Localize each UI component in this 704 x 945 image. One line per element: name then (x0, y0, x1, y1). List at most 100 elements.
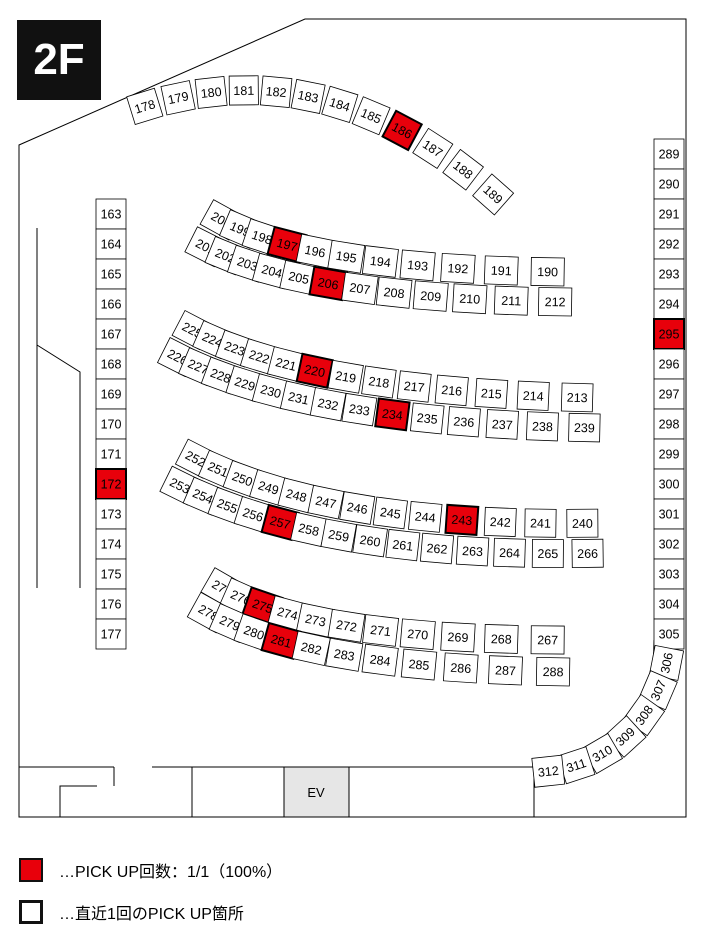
machine-166: 166 (95, 288, 127, 320)
machine-263: 263 (455, 535, 490, 567)
machine-190: 190 (530, 257, 565, 287)
machine-number: 283 (333, 647, 356, 664)
machine-298: 298 (653, 408, 685, 440)
machine-number: 177 (101, 628, 122, 642)
legend-pickup-text: …PICK UP回数：1/1（100%） (59, 864, 283, 881)
machine-266: 266 (571, 538, 604, 569)
machine-number: 183 (296, 88, 319, 106)
machine-185: 185 (351, 96, 391, 136)
machine-239: 239 (568, 412, 601, 443)
machine-number: 208 (383, 285, 405, 301)
machine-269: 269 (440, 621, 476, 653)
machine-number: 230 (259, 382, 283, 401)
machine-number: 241 (530, 516, 551, 530)
machine-211: 211 (493, 285, 529, 316)
machine-244: 244 (408, 500, 443, 533)
machine-172: 172 (95, 468, 127, 500)
machine-237: 237 (485, 409, 519, 440)
machine-189: 189 (472, 173, 515, 216)
machine-178: 178 (126, 87, 164, 126)
machine-234: 234 (374, 397, 411, 432)
machine-number: 264 (499, 546, 520, 561)
machine-number: 295 (659, 328, 680, 342)
machine-265: 265 (531, 538, 564, 569)
machine-number: 275 (250, 596, 274, 616)
machine-number: 296 (659, 358, 680, 372)
floor-label: 2F (17, 20, 101, 100)
machine-number: 270 (407, 627, 429, 643)
machine-290: 290 (653, 168, 685, 200)
machine-number: 291 (659, 208, 680, 222)
machine-186: 186 (381, 109, 424, 152)
machine-235: 235 (409, 402, 445, 435)
machine-210: 210 (452, 283, 488, 315)
machine-number: 217 (403, 379, 425, 395)
machine-163: 163 (95, 198, 127, 230)
machine-180: 180 (194, 75, 228, 109)
machine-241: 241 (524, 508, 557, 538)
machine-number: 205 (287, 269, 310, 287)
machine-230: 230 (251, 373, 290, 410)
machine-number: 237 (491, 417, 513, 432)
machine-233: 233 (341, 392, 378, 427)
machine-267: 267 (530, 625, 565, 655)
machine-number: 175 (101, 568, 122, 582)
machine-number: 271 (369, 623, 391, 639)
machine-number: 281 (269, 632, 293, 651)
machine-273: 273 (296, 602, 335, 638)
machine-number: 207 (349, 281, 372, 298)
machine-168: 168 (95, 348, 127, 380)
machine-number: 204 (260, 262, 284, 281)
machine-264: 264 (493, 537, 526, 568)
machine-number: 286 (450, 661, 472, 676)
machine-number: 236 (453, 414, 475, 430)
machine-221: 221 (266, 346, 305, 382)
machine-number: 247 (314, 494, 337, 512)
machine-302: 302 (653, 528, 685, 560)
machine-number: 171 (101, 448, 122, 462)
machine-281: 281 (260, 621, 303, 661)
machine-number: 238 (532, 419, 553, 434)
machine-number: 256 (241, 505, 265, 525)
machine-270: 270 (399, 618, 436, 651)
machine-223: 223 (214, 329, 255, 368)
machine-number: 285 (408, 657, 430, 673)
machine-294: 294 (653, 288, 685, 320)
machine-number: 274 (276, 605, 300, 624)
machine-192: 192 (440, 252, 476, 284)
machine-209: 209 (412, 280, 449, 312)
machine-292: 292 (653, 228, 685, 260)
machine-301: 301 (653, 498, 685, 530)
machine-number: 229 (233, 374, 257, 394)
machine-number: 222 (247, 347, 271, 366)
machine-number: 165 (101, 268, 122, 282)
machine-number: 288 (543, 665, 564, 679)
machine-number: 196 (303, 243, 326, 261)
machine-number: 272 (335, 618, 358, 635)
machine-number: 261 (392, 537, 414, 553)
machine-number: 299 (659, 448, 680, 462)
white-square-icon (19, 900, 43, 924)
machine-number: 166 (101, 298, 122, 312)
machine-number: 257 (268, 513, 292, 532)
machine-number: 294 (659, 298, 680, 312)
machine-number: 302 (659, 538, 680, 552)
machine-287: 287 (488, 655, 523, 686)
machine-167: 167 (95, 318, 127, 350)
machine-310: 310 (581, 732, 624, 775)
machine-number: 300 (659, 478, 680, 492)
machine-300: 300 (653, 468, 685, 500)
machine-179: 179 (160, 80, 196, 116)
machine-271: 271 (362, 614, 400, 647)
machine-number: 168 (101, 358, 122, 372)
machine-177: 177 (95, 618, 127, 650)
machine-number: 259 (327, 527, 350, 545)
machine-number: 214 (522, 389, 544, 404)
machine-number: 215 (480, 386, 502, 401)
machine-217: 217 (396, 370, 432, 403)
machine-number: 184 (328, 95, 352, 115)
machine-304: 304 (653, 588, 685, 620)
machine-number: 235 (416, 411, 438, 427)
machine-number: 242 (490, 515, 511, 530)
machine-number: 258 (297, 521, 320, 539)
